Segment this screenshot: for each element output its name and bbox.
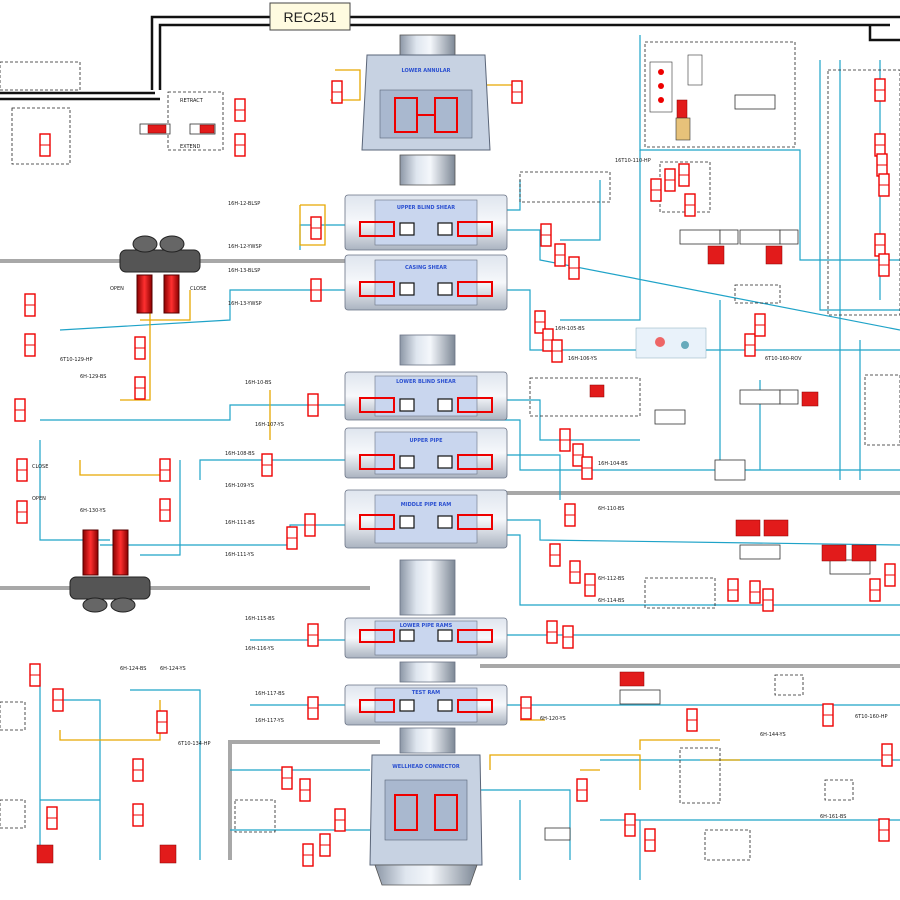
label-upper-pipe: UPPER PIPE bbox=[409, 438, 443, 444]
tag-label: 16H-104-BS bbox=[598, 461, 628, 467]
cyan-lines bbox=[39, 35, 900, 880]
text-labels: RETRACT EXTEND OPEN CLOSE CLOSE OPEN bbox=[32, 98, 206, 502]
accumulator-upper bbox=[119, 235, 201, 314]
label-open: OPEN bbox=[110, 286, 124, 292]
component-illustration bbox=[635, 327, 707, 359]
label-retract: RETRACT bbox=[180, 98, 204, 104]
tag-label: 16H-117-YS bbox=[255, 718, 284, 724]
tag-label: 16T10-110-HP bbox=[615, 158, 651, 164]
label-open-lower: OPEN bbox=[32, 496, 46, 502]
tag-label: 6H-110-BS bbox=[598, 506, 624, 512]
tag-label: 16H-10-BS bbox=[245, 380, 271, 386]
stack-labels: LOWER ANNULAR UPPER BLIND SHEAR CASING S… bbox=[392, 68, 460, 770]
label-wellhead-connector: WELLHEAD CONNECTOR bbox=[392, 764, 460, 770]
tag-label: 16H-13-YWSP bbox=[228, 301, 262, 307]
tag-label: 6H-112-BS bbox=[598, 576, 624, 582]
tag-label: 16H-111-YS bbox=[225, 552, 254, 558]
label-close-lower: CLOSE bbox=[32, 464, 48, 470]
tag-label: 16H-106-YS bbox=[568, 356, 597, 362]
solenoid-blocks bbox=[139, 94, 871, 841]
tag-label: 6T10-160-ROV bbox=[765, 356, 802, 362]
tag-label: 6T10-134-HP bbox=[178, 741, 211, 747]
tag-labels: 16H-10-BS 16H-107-YS 16H-108-BS 16H-109-… bbox=[60, 158, 888, 820]
label-close: CLOSE bbox=[190, 286, 206, 292]
tag-label: 6H-124-BS bbox=[120, 666, 146, 672]
label-lower-blind-shear: LOWER BLIND SHEAR bbox=[396, 379, 456, 385]
tag-label: 16H-105-BS bbox=[555, 326, 585, 332]
tag-label: 6T10-129-HP bbox=[60, 357, 93, 363]
gray-rails bbox=[0, 259, 900, 860]
tag-label: 16H-12-YWSP bbox=[228, 244, 262, 250]
tag-label: 16H-109-YS bbox=[225, 483, 254, 489]
tag-label: 6T10-160-HP bbox=[855, 714, 888, 720]
tag-label: 16H-111-BS bbox=[225, 520, 255, 526]
label-lower-annular: LOWER ANNULAR bbox=[402, 68, 451, 74]
tag-label: 16H-13-BLSP bbox=[228, 268, 260, 274]
title-text: REC251 bbox=[284, 9, 337, 25]
accumulator-lower bbox=[69, 529, 151, 613]
yellow-lines bbox=[59, 69, 740, 790]
tag-label: 6H-129-BS bbox=[80, 374, 106, 380]
title-tag: REC251 bbox=[269, 2, 351, 31]
label-test-ram: TEST RAM bbox=[412, 690, 440, 696]
tag-label: 16H-115-BS bbox=[245, 616, 275, 622]
tag-label: 6H-114-BS bbox=[598, 598, 624, 604]
label-lower-pipe-rams: LOWER PIPE RAMS bbox=[400, 623, 453, 629]
top-frame-lines bbox=[0, 15, 900, 101]
tag-label: 16H-107-YS bbox=[255, 422, 284, 428]
tag-label: 16H-117-BS bbox=[255, 691, 285, 697]
tag-label: 6H-124-YS bbox=[160, 666, 186, 672]
label-middle-pipe-ram: MIDDLE PIPE RAM bbox=[401, 502, 452, 508]
tag-label: 6H-144-YS bbox=[760, 732, 786, 738]
tag-label: 16H-116-YS bbox=[245, 646, 274, 652]
label-upper-blind-shear: UPPER BLIND SHEAR bbox=[397, 205, 455, 211]
tag-label: 6H-120-YS bbox=[540, 716, 566, 722]
bop-stack bbox=[344, 34, 508, 886]
tag-label: 6H-161-BS bbox=[820, 814, 846, 820]
tag-label: 6H-130-YS bbox=[80, 508, 106, 514]
tag-label: 16H-108-BS bbox=[225, 451, 255, 457]
red-coils bbox=[36, 99, 877, 864]
label-extend: EXTEND bbox=[180, 144, 200, 150]
valve-symbols bbox=[14, 78, 896, 867]
label-casing-shear: CASING SHEAR bbox=[405, 265, 447, 271]
pilot-panel bbox=[649, 54, 703, 141]
tag-label: 16H-12-BLSP bbox=[228, 201, 260, 207]
